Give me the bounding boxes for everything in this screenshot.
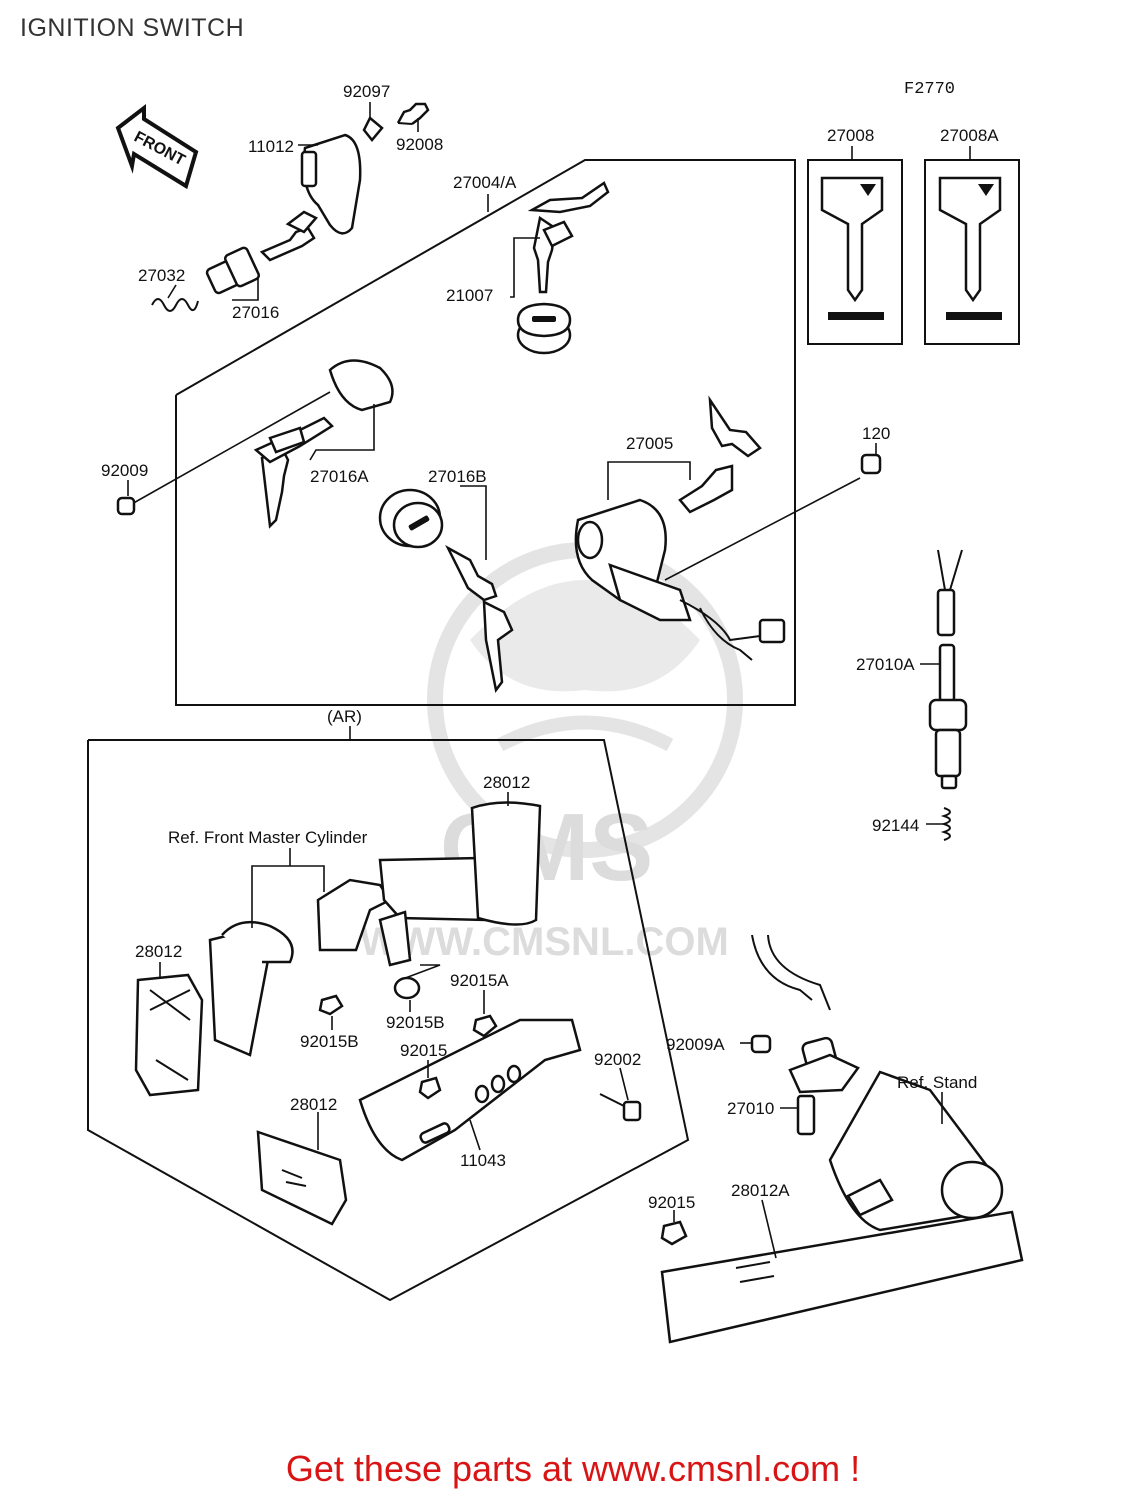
watermark-url: WWW.CMSNL.COM (360, 920, 729, 964)
part-27016b-cylinder-keys (378, 488, 514, 693)
part-92009a-screw (750, 1034, 772, 1054)
part-92008-screw (396, 102, 430, 125)
group-ar-frame (87, 739, 690, 1302)
label-11012: 11012 (248, 137, 294, 156)
label-28012a: 28012A (731, 1181, 790, 1200)
page-title: IGNITION SWITCH (20, 14, 245, 42)
label-ref-front-master-cylinder: Ref. Front Master Cylinder (168, 828, 368, 847)
label-27008: 27008 (827, 126, 874, 145)
label-92015-mid: 92015 (400, 1041, 447, 1060)
label-120: 120 (862, 424, 890, 443)
label-28012-bottom: 28012 (290, 1095, 337, 1114)
part-11043-bracket (358, 1018, 582, 1162)
label-92002: 92002 (594, 1050, 641, 1069)
label-27008a: 27008A (940, 126, 999, 145)
figure-code: F2770 (904, 80, 955, 99)
label-27016b: 27016B (428, 467, 487, 486)
part-27010a-switch (928, 549, 968, 790)
part-bracket-front-master-cylinder (208, 856, 492, 1057)
label-27004-a: 27004/A (453, 173, 517, 192)
label-27005: 27005 (626, 434, 673, 453)
label-28012-top: 28012 (483, 773, 530, 792)
part-92015-nut-low (660, 1220, 688, 1246)
part-27005-ignition-switch (574, 395, 861, 661)
label-27032: 27032 (138, 266, 185, 285)
part-27016-lock-keys (205, 210, 318, 295)
part-120-bolt (860, 453, 882, 475)
part-92009-screw (116, 496, 136, 516)
label-21007: 21007 (446, 286, 493, 305)
front-arrow: FRONT (115, 103, 199, 190)
part-92097-clip (362, 116, 384, 142)
label-27010: 27010 (727, 1099, 774, 1118)
part-92002-bolt (599, 1093, 642, 1122)
part-28012-reflector-left (134, 973, 204, 1097)
label-92015a: 92015A (450, 971, 509, 990)
label-92144: 92144 (872, 816, 919, 835)
label-92097: 92097 (343, 82, 390, 101)
footer-link[interactable]: Get these parts at www.cmsnl.com ! (285, 1448, 861, 1489)
part-27008-key-blank (820, 176, 884, 320)
part-92015-nut-mid (418, 1076, 442, 1100)
label-group-ar: (AR) (327, 707, 362, 726)
label-ref-stand: Ref. Stand (897, 1073, 977, 1092)
label-27016a: 27016A (310, 467, 369, 486)
group-27004-frame (175, 159, 796, 706)
label-92009: 92009 (101, 461, 148, 480)
part-ref-stand (828, 1070, 1004, 1232)
part-92015b-nut-low (318, 994, 344, 1016)
label-27010a: 27010A (856, 655, 915, 674)
label-92015b-low: 92015B (300, 1032, 359, 1051)
part-11012-cover (300, 133, 362, 235)
label-92008: 92008 (396, 135, 443, 154)
label-11043: 11043 (460, 1151, 506, 1170)
part-28012a-reflector (660, 1210, 1024, 1344)
label-92015-low: 92015 (648, 1193, 695, 1212)
part-27016a-lock-keys (129, 359, 394, 529)
part-92144-spring (940, 807, 951, 841)
part-21007-keys-cylinder (516, 181, 610, 355)
leader-lines (127, 102, 971, 1259)
part-92015b-nut-mid (393, 976, 421, 1000)
label-92009a: 92009A (666, 1035, 725, 1054)
part-27010-stand-switch (751, 934, 860, 1136)
key-card-frames (807, 159, 1020, 345)
part-27032-spring (151, 298, 199, 312)
part-28012-reflector-bottom (256, 1130, 348, 1226)
label-28012-left: 28012 (135, 942, 182, 961)
part-labels: F2770 92097 92008 11012 27032 27016 2700… (101, 80, 999, 1212)
part-92015a-nut (472, 1014, 498, 1038)
part-27008a-key-blank (938, 176, 1002, 320)
part-28012-reflector-top (470, 801, 542, 926)
label-92015b-mid: 92015B (386, 1013, 445, 1032)
label-27016: 27016 (232, 303, 279, 322)
